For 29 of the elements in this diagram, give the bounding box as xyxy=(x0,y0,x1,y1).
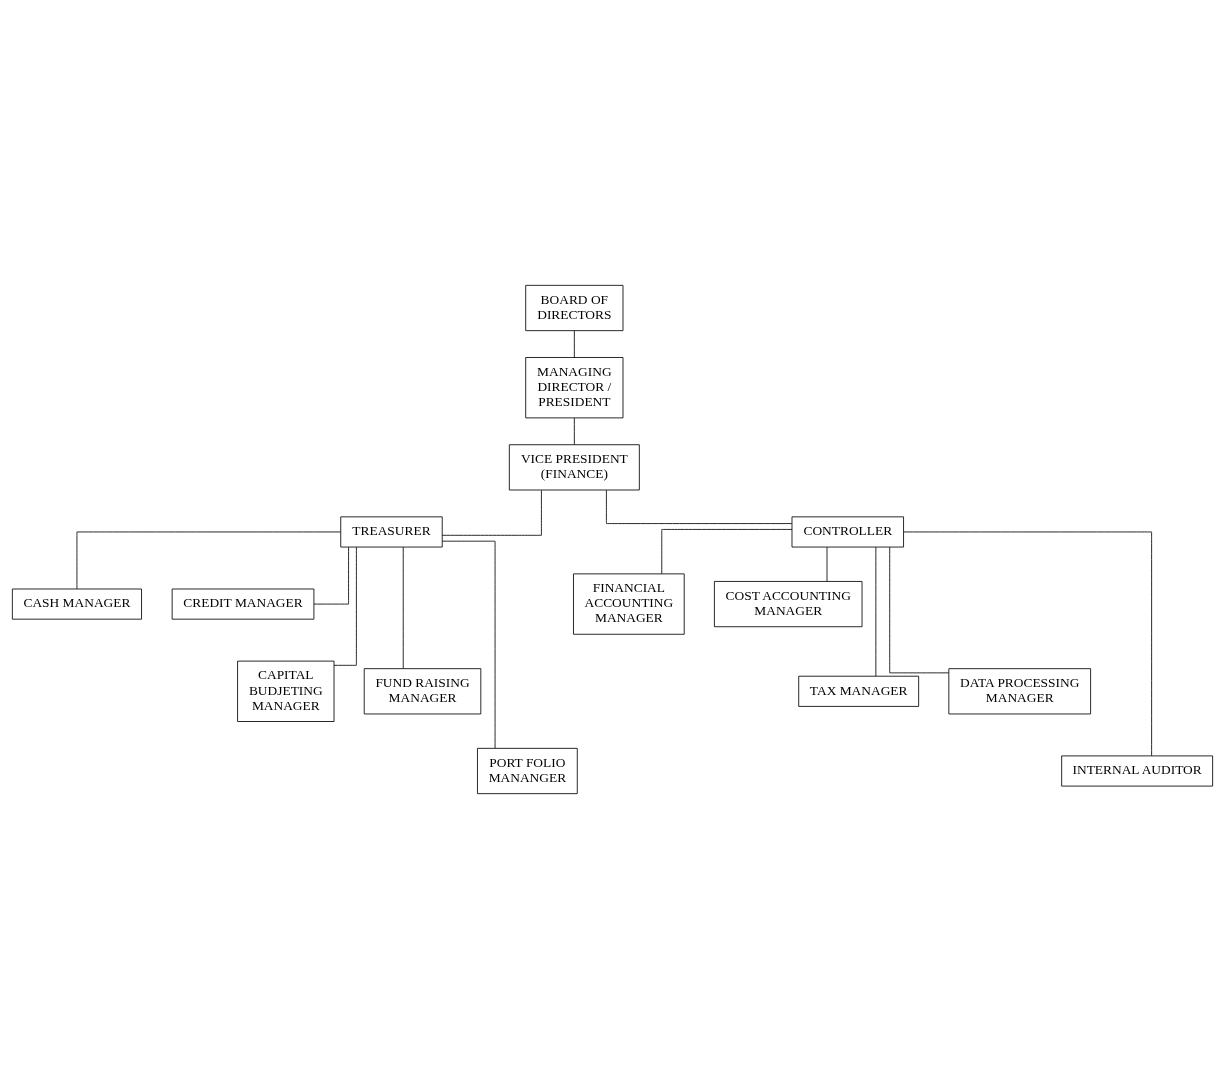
node-box: VICE PRESIDENT (FINANCE) xyxy=(508,443,640,490)
connector xyxy=(573,417,575,445)
node-box: MANAGING DIRECTOR / PRESIDENT xyxy=(525,356,624,418)
node-box: INTERNAL AUDITOR xyxy=(1061,755,1214,786)
node-box: CONTROLLER xyxy=(791,515,904,547)
node-box: TAX MANAGER xyxy=(798,675,920,707)
connector xyxy=(573,329,575,358)
connector xyxy=(402,546,404,669)
node-box: BOARD OF DIRECTORS xyxy=(525,284,624,331)
connector xyxy=(606,489,793,524)
connector xyxy=(76,531,342,589)
node-box: FINANCIAL ACCOUNTING MANAGER xyxy=(573,572,685,635)
connector xyxy=(313,546,349,604)
node-box: TREASURER xyxy=(340,515,443,547)
connector xyxy=(441,540,496,749)
connector xyxy=(903,531,1153,756)
node-box: COST ACCOUNTING MANAGER xyxy=(714,580,863,627)
connector xyxy=(333,546,357,666)
connector xyxy=(441,489,542,536)
connector xyxy=(661,528,793,574)
node-box: CAPITAL BUDJETING MANAGER xyxy=(237,660,335,722)
node-box: CREDIT MANAGER xyxy=(171,588,315,620)
connector xyxy=(875,546,877,676)
connector xyxy=(826,546,828,582)
node-box: PORT FOLIO MANANGER xyxy=(477,747,578,794)
node-box: FUND RAISING MANAGER xyxy=(363,667,482,714)
node-box: CASH MANAGER xyxy=(11,588,142,620)
connector xyxy=(889,546,950,673)
node-box: DATA PROCESSING MANAGER xyxy=(948,667,1091,714)
